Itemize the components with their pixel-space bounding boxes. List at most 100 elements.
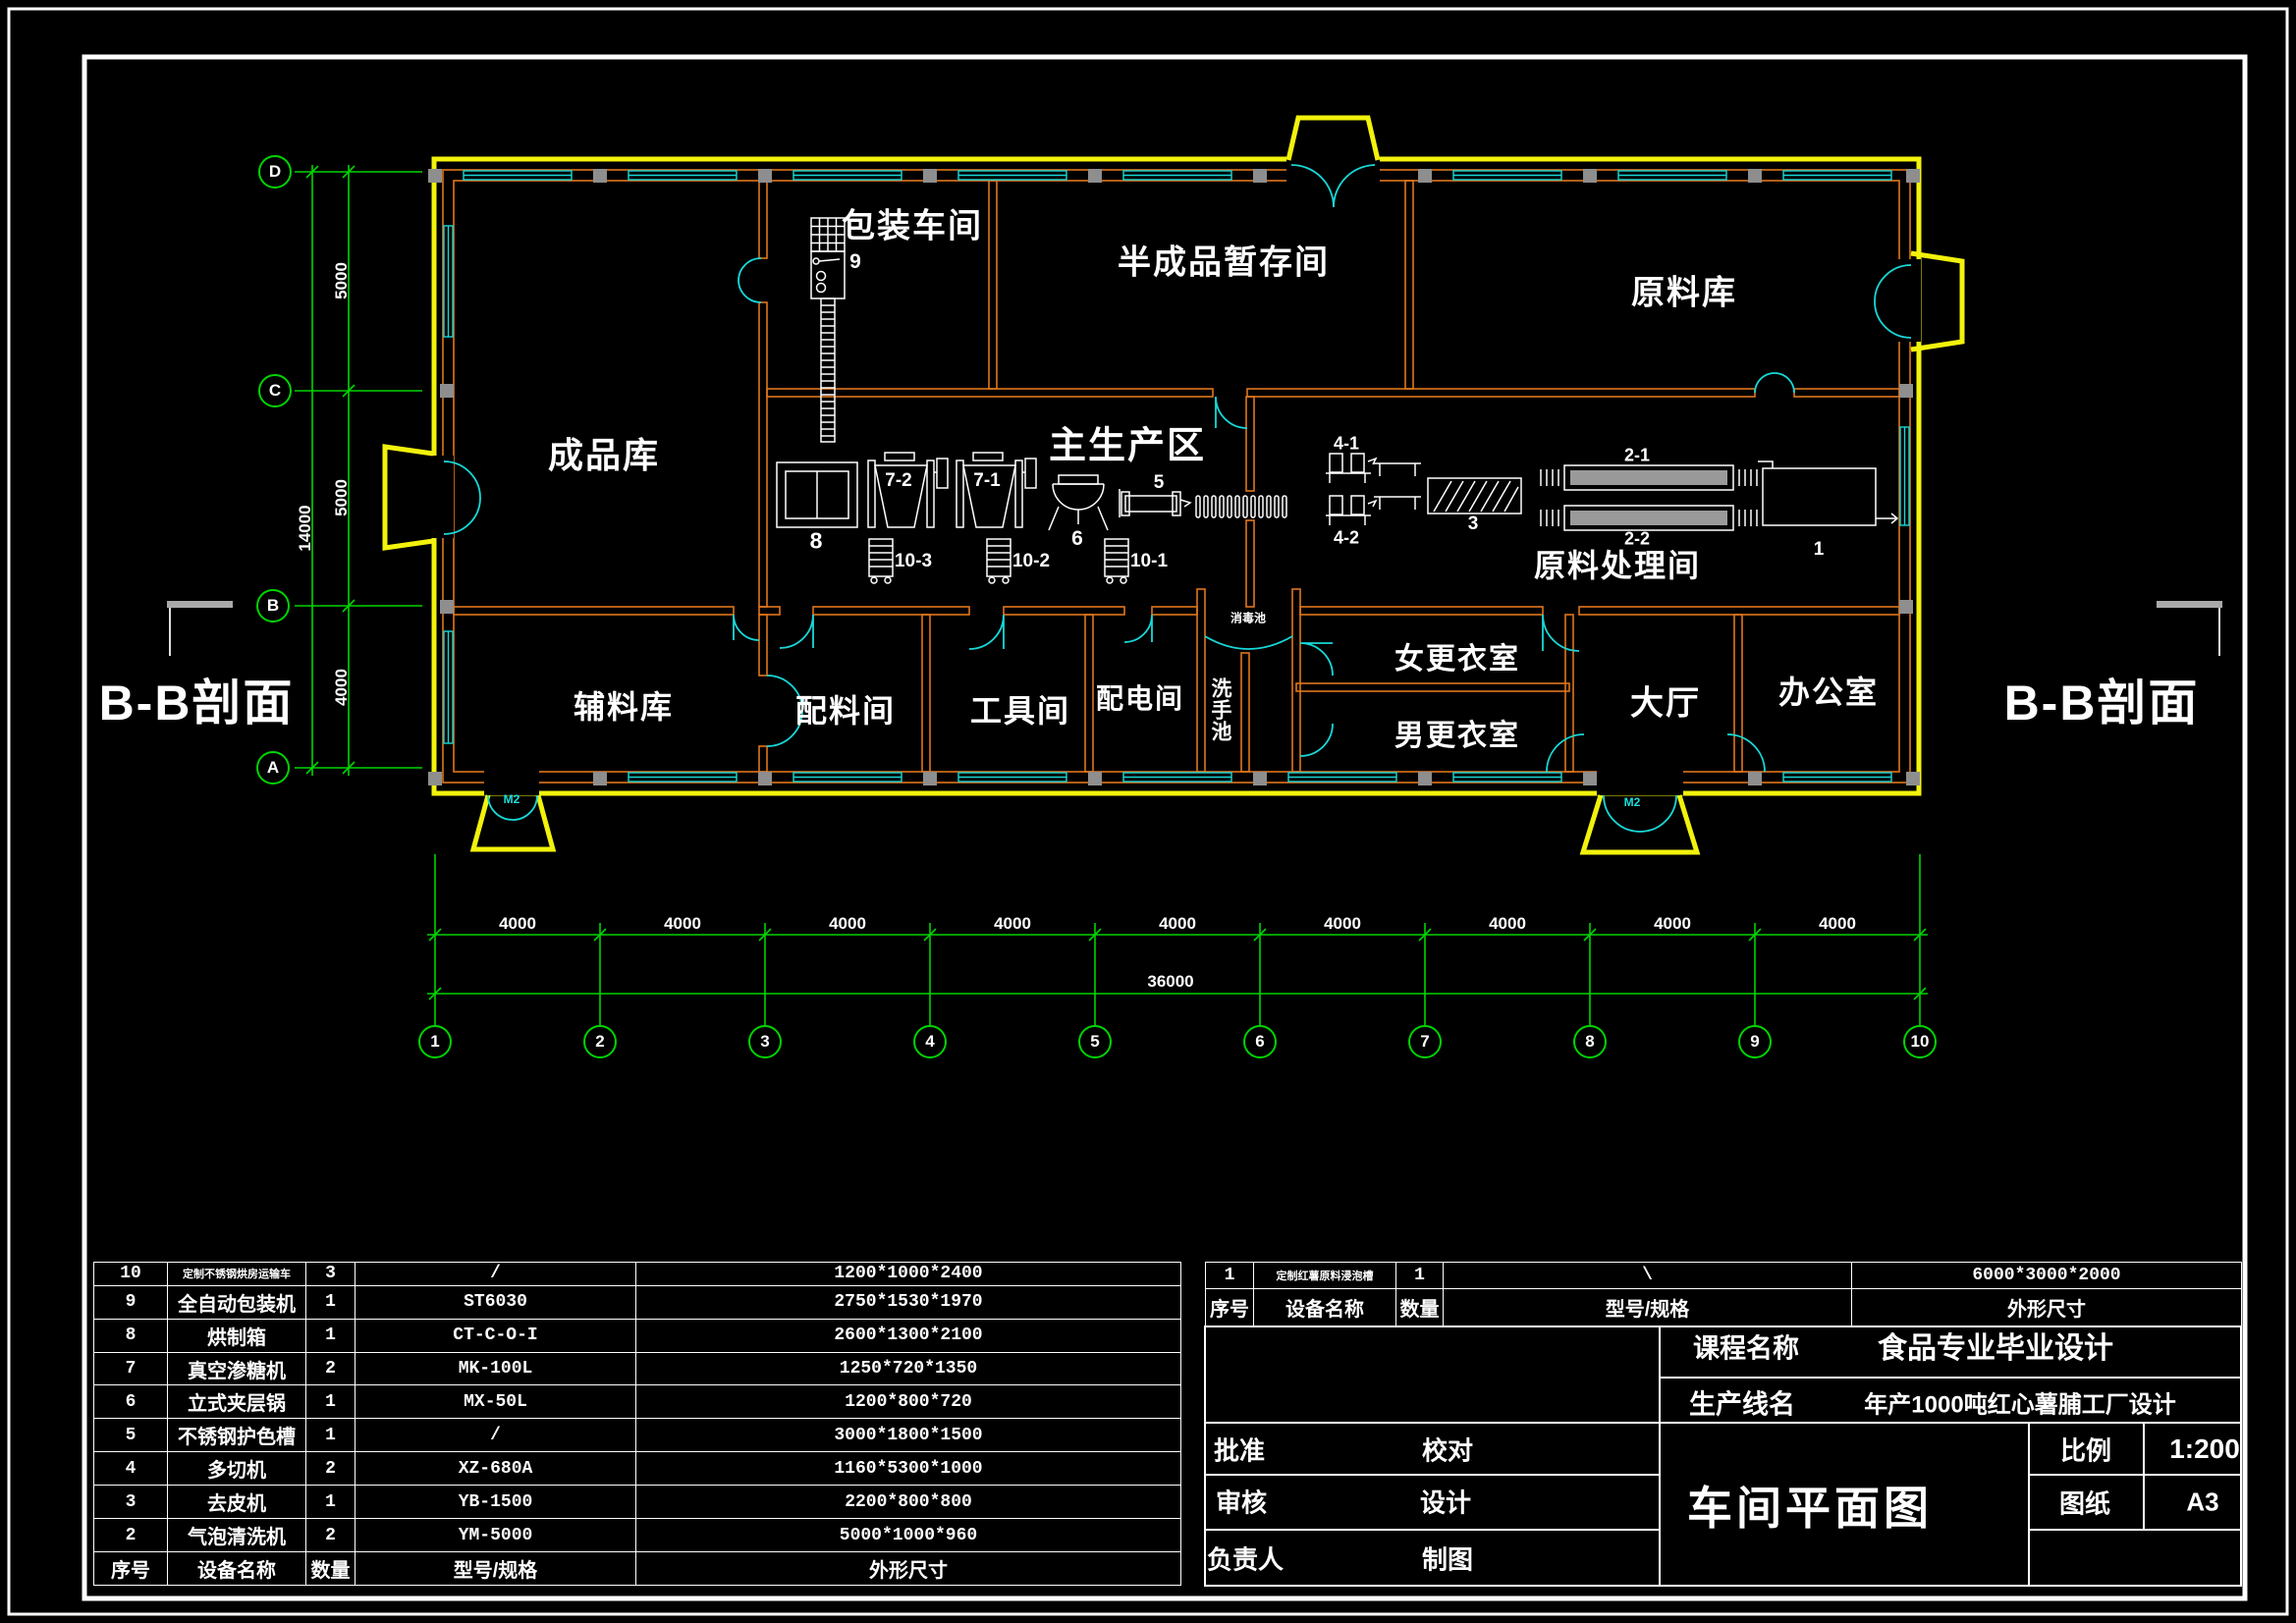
- header-cell: 外形尺寸: [1851, 1287, 2242, 1327]
- table-header-row: 序号 设备名称 数量 型号/规格 外形尺寸: [1205, 1287, 2242, 1327]
- dim-ba: 4000: [332, 669, 351, 706]
- equipment-5-trough: [1119, 489, 1192, 517]
- cell: 真空渗糖机: [167, 1351, 306, 1386]
- cell: 1: [305, 1485, 355, 1520]
- review-label: 审核: [1215, 1488, 1268, 1518]
- label-wash-basin: 洗手池: [1209, 677, 1231, 742]
- tag-6: 6: [1071, 527, 1085, 550]
- room-label-main-production: 主生产区: [1048, 425, 1207, 467]
- tag-7-2: 7-2: [885, 470, 912, 491]
- tag-2-1: 2-1: [1623, 445, 1651, 465]
- proof-label: 校对: [1421, 1435, 1474, 1466]
- cell: 2200*800*800: [635, 1485, 1181, 1520]
- room-label-raw-processing: 原料处理间: [1533, 548, 1702, 583]
- equipment-10-3: [868, 538, 894, 584]
- cell: 定制不锈钢烘房运输车: [167, 1262, 306, 1286]
- equipment-4-2: [1325, 495, 1377, 526]
- cell: 9: [93, 1284, 168, 1320]
- scale-label: 比例: [2059, 1435, 2112, 1466]
- grid-col-9-text: 9: [1750, 1032, 1760, 1051]
- interior-walls: [453, 180, 1900, 773]
- room-label-raw-store: 原料库: [1631, 274, 1737, 312]
- door-tag-m2-left: M2: [503, 792, 520, 806]
- cell: 7: [93, 1351, 168, 1386]
- table-row: 2 气泡清洗机 2 YM-5000 5000*1000*960: [93, 1518, 1181, 1552]
- table-row: 8 烘制箱 1 CT-C-O-I 2600*1300*2100: [93, 1318, 1181, 1353]
- grid-col-3-text: 3: [760, 1032, 770, 1051]
- room-label-finished-store: 成品库: [547, 435, 661, 475]
- cell: 1: [305, 1418, 355, 1453]
- cell: XZ-680A: [355, 1451, 636, 1487]
- tag-3: 3: [1467, 514, 1481, 534]
- dim-bay-8: 4000: [1654, 914, 1691, 933]
- grid-col-1-text: 1: [430, 1032, 440, 1051]
- doors: [443, 164, 1912, 833]
- dim-bay-1: 4000: [499, 914, 536, 933]
- grid-col-8-text: 8: [1585, 1032, 1595, 1051]
- grid-col-6: 6: [1243, 1025, 1277, 1058]
- section-marks: [167, 601, 2222, 656]
- cell: 1250*720*1350: [635, 1351, 1181, 1386]
- table-row: 10 定制不锈钢烘房运输车 3 / 1200*1000*2400: [93, 1262, 1181, 1286]
- dim-total-height: 14000: [296, 505, 314, 552]
- table-row: 7 真空渗糖机 2 MK-100L 1250*720*1350: [93, 1351, 1181, 1386]
- grid-row-B: B: [256, 589, 290, 622]
- cell: 1: [1395, 1262, 1444, 1289]
- cell: 1160*5300*1000: [635, 1451, 1181, 1487]
- header-cell: 数量: [305, 1550, 355, 1587]
- production-line-value: 年产1000吨红心薯脯工厂设计: [1864, 1391, 2176, 1419]
- cell: /: [355, 1262, 636, 1286]
- tag-1: 1: [1813, 539, 1827, 560]
- dim-cb: 5000: [332, 479, 351, 516]
- tag-5: 5: [1153, 472, 1167, 493]
- scale-value: 1:200: [2169, 1434, 2240, 1464]
- door-tag-m2-right: M2: [1623, 795, 1641, 809]
- header-cell: 型号/规格: [355, 1550, 636, 1587]
- cell: /: [355, 1418, 636, 1453]
- cell: 5: [93, 1418, 168, 1453]
- dim-total-width: 36000: [1147, 972, 1194, 991]
- grid-col-5-text: 5: [1090, 1032, 1100, 1051]
- room-label-hall: 大厅: [1630, 684, 1701, 723]
- grid-col-6-text: 6: [1255, 1032, 1265, 1051]
- grid-col-2-text: 2: [595, 1032, 605, 1051]
- equipment-6-kettle: [1048, 474, 1109, 531]
- cell: 1: [305, 1284, 355, 1320]
- equipment-10-2: [986, 538, 1011, 584]
- cell: 1: [305, 1318, 355, 1353]
- equipment-10-1: [1104, 538, 1129, 584]
- cell: 定制红薯原料浸泡槽: [1253, 1262, 1396, 1289]
- tag-10-1: 10-1: [1129, 551, 1169, 571]
- header-cell: 序号: [93, 1550, 168, 1587]
- dim-bay-3: 4000: [829, 914, 866, 933]
- label-disinfect-pool: 消毒池: [1230, 611, 1267, 625]
- section-label-left: B-B剖面: [98, 676, 295, 730]
- room-label-ingredient: 配料间: [794, 693, 897, 729]
- worktable-1: [1373, 462, 1422, 477]
- grid-row-C: C: [258, 374, 292, 407]
- dimension-lines: [295, 165, 1928, 1026]
- conveyor-bars: [1195, 495, 1287, 518]
- sheet-border: [7, 7, 2289, 1616]
- room-label-power: 配电间: [1095, 683, 1185, 714]
- equipment-8-oven: [776, 461, 858, 528]
- cell: 1200*1000*2400: [635, 1262, 1181, 1286]
- grid-col-4-text: 4: [925, 1032, 935, 1051]
- sheet-label: 图纸: [2058, 1488, 2111, 1519]
- grid-col-1: 1: [418, 1025, 452, 1058]
- equipment-4-1: [1325, 453, 1377, 484]
- tag-9: 9: [849, 250, 863, 273]
- table-header-row: 序号 设备名称 数量 型号/规格 外形尺寸: [93, 1550, 1181, 1587]
- equipment-9-packer: [810, 217, 846, 443]
- approve-label: 批准: [1213, 1435, 1266, 1466]
- header-cell: 外形尺寸: [635, 1550, 1181, 1587]
- grid-col-7-text: 7: [1420, 1032, 1430, 1051]
- cell: 2: [305, 1351, 355, 1386]
- cell: 多切机: [167, 1451, 306, 1487]
- equipment-table: 10 定制不锈钢烘房运输车 3 / 1200*1000*2400 9 全自动包装…: [93, 1262, 1181, 1587]
- tag-10-2: 10-2: [1011, 551, 1051, 571]
- cell: 全自动包装机: [167, 1284, 306, 1320]
- cell: 4: [93, 1451, 168, 1487]
- grid-row-D: D: [258, 155, 292, 189]
- header-cell: 型号/规格: [1443, 1287, 1852, 1327]
